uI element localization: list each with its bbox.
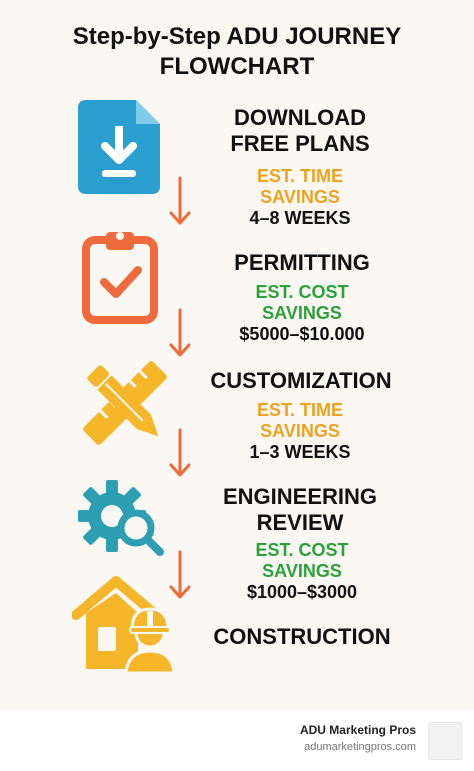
pencil-ruler-icon (83, 361, 167, 445)
step-title-engineering: ENGINEERING REVIEW (200, 484, 400, 536)
saving-value: 1–3 WEEKS (249, 442, 351, 462)
step-title-line: DOWNLOAD (234, 105, 366, 130)
saving-block-download: EST. TIME SAVINGS 4–8 WEEKS (200, 166, 400, 229)
download-document-icon (78, 100, 160, 194)
brand-name: ADU Marketing Pros (299, 723, 416, 737)
arrow-down-icon (169, 176, 191, 225)
saving-block-engineering: EST. COST SAVINGS $1000–$3000 (200, 540, 404, 603)
brand-url[interactable]: adumarketingpros.com (304, 741, 416, 753)
title-line-2: FLOWCHART (159, 53, 315, 80)
house-worker-icon (72, 576, 176, 675)
gear-magnifier-icon (78, 480, 164, 556)
saving-label-line: EST. COST (255, 282, 349, 302)
step-title-line: CUSTOMIZATION (210, 368, 392, 393)
saving-value: $1000–$3000 (246, 582, 358, 602)
clipboard-check-icon (82, 232, 158, 324)
arrow-down-icon (169, 550, 191, 599)
saving-label-line: SAVINGS (260, 187, 340, 207)
arrow-down-icon (169, 428, 191, 477)
saving-value: 4–8 WEEKS (249, 208, 351, 228)
brand-logo (428, 722, 462, 760)
step-title-download: DOWNLOAD FREE PLANS (200, 105, 400, 157)
step-title-line: PERMITTING (234, 250, 370, 275)
saving-label-line: SAVINGS (260, 421, 340, 441)
step-title-line: ENGINEERING (222, 484, 378, 509)
arrow-down-icon (169, 308, 191, 357)
saving-label-line: SAVINGS (262, 303, 342, 323)
saving-block-customization: EST. TIME SAVINGS 1–3 WEEKS (200, 400, 400, 463)
saving-block-permitting: EST. COST SAVINGS $5000–$10.000 (200, 282, 404, 345)
step-title-customization: CUSTOMIZATION (196, 368, 406, 394)
flowchart-title: Step-by-Step ADU JOURNEY FLOWCHART (0, 22, 474, 82)
step-title-line: FREE PLANS (230, 131, 370, 156)
brand-credit: ADU Marketing Pros adumarketingpros.com (300, 721, 416, 755)
saving-label-line: EST. TIME (256, 166, 343, 186)
step-title-line: CONSTRUCTION (213, 624, 391, 649)
footer (0, 709, 474, 771)
saving-label-line: EST. COST (255, 540, 349, 560)
saving-label-line: EST. TIME (256, 400, 343, 420)
saving-value: $5000–$10.000 (239, 324, 365, 344)
saving-label-line: SAVINGS (262, 561, 342, 581)
title-line-1: Step-by-Step ADU JOURNEY (72, 23, 402, 50)
step-title-construction: CONSTRUCTION (198, 624, 406, 650)
step-title-line: REVIEW (256, 510, 344, 535)
step-title-permitting: PERMITTING (200, 250, 404, 276)
